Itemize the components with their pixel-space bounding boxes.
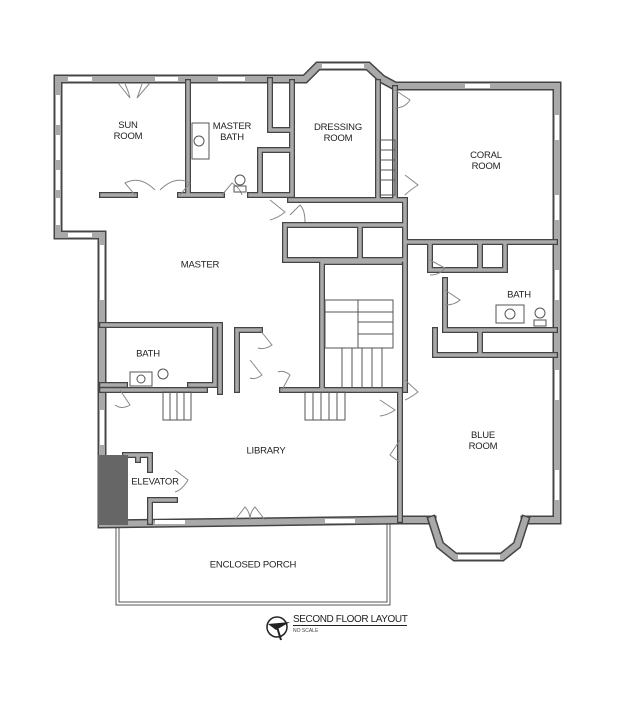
plan-title: SECOND FLOOR LAYOUT bbox=[293, 614, 408, 626]
toilet-master-bath bbox=[234, 174, 246, 186]
room-label-coral-room: CORAL ROOM bbox=[470, 150, 502, 172]
toilet-left-bath bbox=[157, 368, 169, 380]
room-label-enclosed-porch: ENCLOSED PORCH bbox=[209, 559, 297, 571]
room-label-master: MASTER bbox=[180, 259, 220, 271]
stairs bbox=[162, 139, 396, 421]
fixtures bbox=[129, 122, 547, 387]
plan-subtitle: NO SCALE bbox=[293, 628, 319, 634]
sink-master-bath bbox=[191, 122, 210, 160]
sink-right-bath bbox=[495, 304, 525, 324]
room-label-blue-room: BLUE ROOM bbox=[468, 430, 498, 452]
elevator-shaft-wall bbox=[98, 455, 128, 525]
toilet-right-bath bbox=[534, 307, 546, 319]
room-label-bath-right: BATH bbox=[507, 289, 531, 301]
interior-walls bbox=[98, 77, 558, 525]
room-label-sun-room: SUN ROOM bbox=[113, 120, 143, 142]
room-label-bath-left: BATH bbox=[136, 348, 160, 360]
room-label-elevator: ELEVATOR bbox=[131, 476, 179, 488]
sink-left-bath bbox=[129, 371, 153, 387]
room-label-dressing-room: DRESSING ROOM bbox=[313, 122, 363, 144]
north-arrow-icon bbox=[266, 616, 290, 641]
room-label-library: LIBRARY bbox=[246, 445, 286, 457]
door-swings bbox=[114, 82, 461, 521]
windows bbox=[56, 64, 559, 559]
room-label-master-bath: MASTER BATH bbox=[212, 121, 252, 143]
